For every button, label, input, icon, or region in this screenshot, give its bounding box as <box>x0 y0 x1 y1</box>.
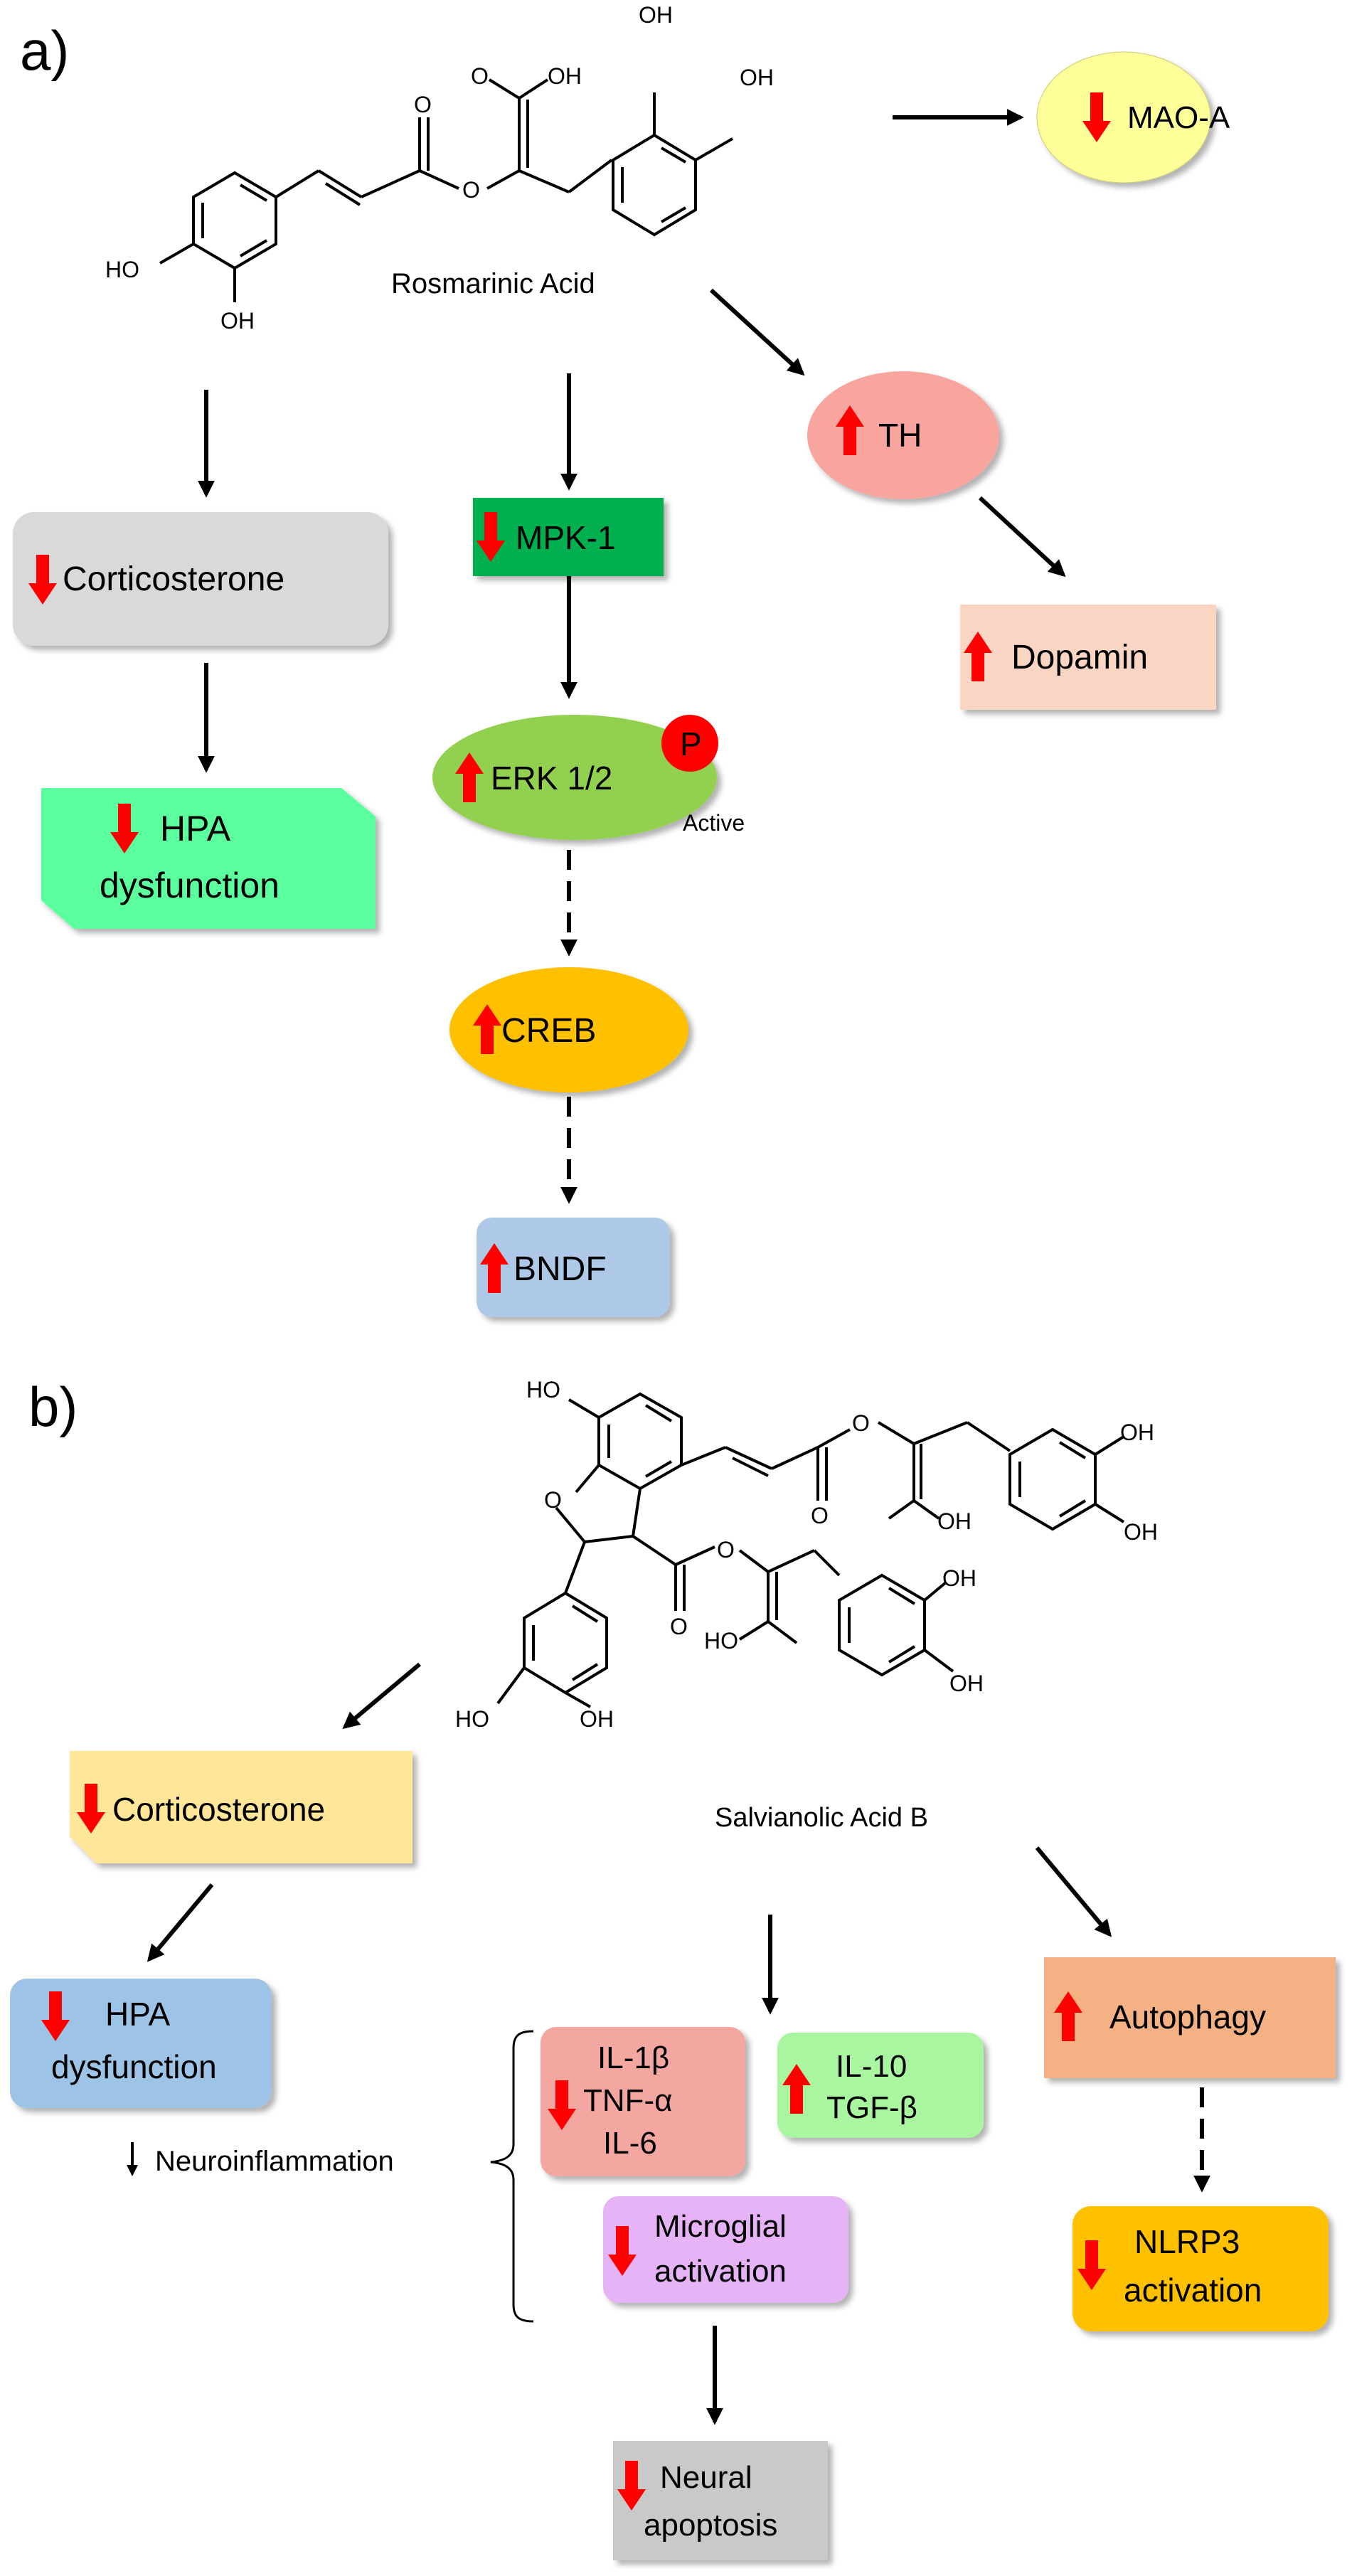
o-ester-label: O <box>462 177 480 203</box>
bndf-node: BNDF <box>477 1218 670 1317</box>
oh-r4-label: OH <box>949 1671 984 1696</box>
salvianolic-acid-b-name: Salvianolic Acid B <box>715 1803 928 1833</box>
o-carbonyl-label: O <box>414 92 432 117</box>
apoptosis-node: Neural apoptosis <box>613 2441 828 2560</box>
apoptosis-line2: apoptosis <box>644 2508 777 2543</box>
mpk1-label: MPK-1 <box>516 519 616 556</box>
oh-r2-label: OH <box>1124 1519 1158 1545</box>
panel-b-label: b) <box>28 1375 78 1438</box>
maoa-label: MAO-A <box>1127 100 1230 135</box>
hpa-a-line2: dysfunction <box>100 866 280 905</box>
maoa-node: MAO-A <box>1036 51 1230 183</box>
ho-left-label: HO <box>105 257 139 282</box>
arrow-to-th <box>709 288 805 376</box>
erk-label: ERK 1/2 <box>491 760 612 797</box>
panel-b-arrows <box>147 1662 1210 2425</box>
microglial-line2: activation <box>654 2254 787 2289</box>
arrow-to-hpa-b <box>147 1883 214 1962</box>
microglial-line1: Microglial <box>654 2209 787 2244</box>
hpa-b-line2: dysfunction <box>51 2048 217 2085</box>
apoptosis-line1: Neural <box>660 2460 752 2495</box>
corticosterone-a-label: Corticosterone <box>63 560 284 598</box>
arrow-to-corticosterone-b <box>342 1662 421 1730</box>
o-ester1-label: O <box>852 1410 870 1436</box>
o-carbonyl2-label: O <box>670 1614 688 1639</box>
cytokines-down-node: IL-1β TNF-α IL-6 <box>541 2027 745 2176</box>
dopamin-label: Dopamin <box>1011 639 1148 676</box>
oh-top-left-label: OH <box>639 2 673 28</box>
neuroinflammation-note: Neuroinflammation <box>127 2142 394 2177</box>
corticosterone-b-node: Corticosterone <box>70 1751 412 1863</box>
autophagy-node: Autophagy <box>1044 1957 1336 2078</box>
microglial-node: Microglial activation <box>603 2196 848 2303</box>
oh-r3-label: OH <box>942 1565 976 1591</box>
oh-top-right-label: OH <box>740 65 774 90</box>
panel-a-arrows <box>198 109 1066 1204</box>
hpa-a-line1: HPA <box>160 809 231 848</box>
erk-active-label: Active <box>683 810 745 836</box>
erk-node: ERK 1/2 P Active <box>432 715 745 840</box>
grouping-brace <box>490 2030 534 2323</box>
creb-label: CREB <box>501 1012 596 1050</box>
hpa-a-node: HPA dysfunction <box>41 788 376 929</box>
cytokine-tgfb: TGF-β <box>826 2090 917 2125</box>
oh-r1-label: OH <box>1120 1420 1154 1445</box>
cytokine-il10: IL-10 <box>836 2049 907 2084</box>
nlrp3-line1: NLRP3 <box>1134 2223 1240 2260</box>
rosmarinic-acid-name: Rosmarinic Acid <box>391 268 595 299</box>
o-carbonyl1-label: O <box>811 1503 829 1528</box>
hpa-b-line1: HPA <box>105 1996 170 2033</box>
th-label: TH <box>878 417 922 454</box>
bndf-label: BNDF <box>513 1250 607 1288</box>
o-ring-label: O <box>544 1487 562 1513</box>
arrow-to-autophagy <box>1035 1846 1112 1937</box>
mpk1-node: MPK-1 <box>473 498 664 576</box>
phospho-badge-label: P <box>680 725 702 762</box>
cytokines-up-node: IL-10 TGF-β <box>777 2033 984 2138</box>
dopamin-node: Dopamin <box>960 605 1216 710</box>
phospho-badge <box>661 715 718 772</box>
salvianolic-acid-b-structure <box>496 1392 1125 1708</box>
arrow-th-to-dopamin <box>978 496 1066 578</box>
oh-bottom-label: OH <box>220 308 255 334</box>
hpa-b-node: HPA dysfunction <box>10 1979 272 2108</box>
th-node: TH <box>807 371 999 499</box>
cytokine-tnfa: TNF-α <box>583 2083 673 2118</box>
corticosterone-a-node: Corticosterone <box>13 512 388 646</box>
panel-a-label: a) <box>20 19 69 82</box>
corticosterone-b-label: Corticosterone <box>112 1791 325 1828</box>
oh-acid-label: OH <box>548 63 582 89</box>
o-ester2-label: O <box>717 1537 735 1563</box>
ho-acid2-label: HO <box>704 1628 738 1654</box>
nlrp3-line2: activation <box>1124 2272 1262 2309</box>
cytokine-il1b: IL-1β <box>597 2040 669 2075</box>
cytokine-il6: IL-6 <box>603 2126 657 2161</box>
ho-top-label: HO <box>526 1377 560 1403</box>
autophagy-label: Autophagy <box>1109 1998 1266 2035</box>
ho-bottom-label: HO <box>455 1706 489 1732</box>
o-acid-label: O <box>471 63 489 89</box>
oh-acid1-label: OH <box>937 1508 972 1534</box>
neuroinflammation-label: Neuroinflammation <box>155 2146 394 2177</box>
rosmarinic-acid-structure <box>159 78 733 302</box>
creb-node: CREB <box>449 967 688 1092</box>
oh-bottom-label: OH <box>580 1706 614 1732</box>
nlrp3-node: NLRP3 activation <box>1072 2206 1329 2331</box>
